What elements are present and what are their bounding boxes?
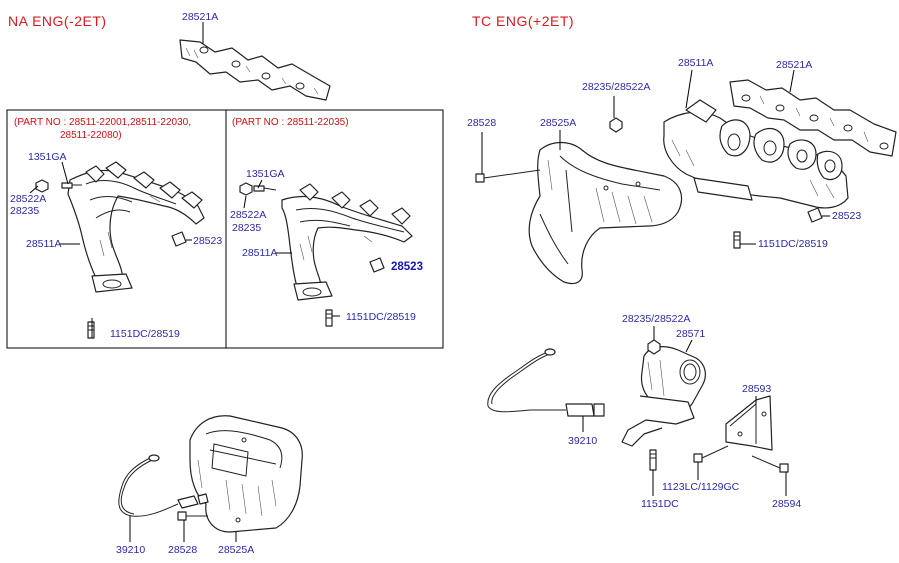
label-28525a-tc[interactable]: 28525A: [540, 117, 577, 129]
label-1151dc-tc[interactable]: 1151DC/28519: [758, 238, 828, 250]
part-note-right-line1: (PART NO : 28511-22035): [232, 117, 349, 128]
part-note-left-line1: (PART NO : 28511-22001,28511-22030,: [14, 117, 191, 128]
label-28523-tc[interactable]: 28523: [832, 210, 862, 222]
label-1151dc-tc2[interactable]: 1151DC: [641, 498, 679, 510]
clip-28523-tc[interactable]: [807, 207, 823, 223]
label-39210-tc[interactable]: 39210: [568, 435, 598, 447]
header-tc-engine: TC ENG(+2ET): [472, 13, 575, 29]
label-28523-right[interactable]: 28523: [391, 261, 423, 273]
heat-protector-28525a-na[interactable]: [189, 415, 303, 533]
label-28593-tc[interactable]: 28593: [742, 383, 772, 395]
oxygen-sensor-39210-na[interactable]: [118, 454, 209, 517]
label-28511a-left[interactable]: 28511A: [26, 238, 62, 250]
gasket-28521a-na[interactable]: [179, 39, 331, 101]
manifold-28511a-right[interactable]: [281, 183, 413, 301]
label-28594-tc[interactable]: 28594: [772, 498, 802, 510]
label-28235-28522a-tc[interactable]: 28235/28522A: [582, 81, 651, 93]
nut-28235-tc2[interactable]: [647, 339, 661, 355]
stud-1151dc-tc2[interactable]: [649, 449, 657, 471]
label-28571-tc[interactable]: 28571: [676, 328, 706, 340]
stud-1151dc-right[interactable]: [325, 309, 333, 327]
label-1151dc-left[interactable]: 1151DC/28519: [110, 328, 180, 340]
label-28521a-tc[interactable]: 28521A: [776, 59, 813, 71]
clip-28523-right[interactable]: [369, 257, 385, 273]
label-28525a-na[interactable]: 28525A: [218, 544, 255, 556]
bolt-1123lc-tc[interactable]: [693, 445, 729, 463]
heat-protector-28525a-tc[interactable]: [528, 141, 683, 285]
label-28522a-left[interactable]: 28522A: [10, 193, 47, 205]
header-na-engine: NA ENG(-2ET): [8, 13, 107, 29]
bolt-28528-tc[interactable]: [475, 169, 541, 183]
bolt-1351ga-right[interactable]: [253, 185, 277, 192]
nut-28235-tc[interactable]: [609, 117, 623, 133]
label-28511a-tc[interactable]: 28511A: [678, 57, 714, 69]
stud-1151dc-tc[interactable]: [733, 231, 741, 249]
part-note-left-line2: 28511-22080): [60, 130, 122, 141]
label-28235-left[interactable]: 28235: [10, 205, 40, 217]
label-1123lc-1129gc-tc[interactable]: 1123LC/1129GC: [662, 481, 740, 493]
nut-28522a-left[interactable]: [35, 179, 49, 193]
label-28521a-na[interactable]: 28521A: [182, 11, 219, 23]
bolt-1351ga-left[interactable]: [61, 182, 82, 189]
bracket-28593-tc[interactable]: [725, 395, 773, 451]
manifold-28511a-left[interactable]: [67, 161, 205, 293]
label-1351ga-right[interactable]: 1351GA: [246, 168, 285, 180]
na-variants-frame: [6, 109, 444, 349]
label-28235-right[interactable]: 28235: [232, 222, 262, 234]
label-28528-na[interactable]: 28528: [168, 544, 198, 556]
label-28511a-right[interactable]: 28511A: [242, 247, 278, 259]
stud-1151dc-left[interactable]: [87, 321, 95, 339]
label-28235-28522a-tc2[interactable]: 28235/28522A: [622, 313, 691, 325]
label-28528-tc[interactable]: 28528: [467, 117, 497, 129]
gasket-28521a-tc[interactable]: [729, 79, 897, 157]
label-39210-na[interactable]: 39210: [116, 544, 146, 556]
label-28523-left[interactable]: 28523: [193, 235, 223, 247]
clip-28523-left[interactable]: [171, 231, 187, 247]
nut-28522a-right[interactable]: [239, 182, 253, 196]
turbo-outlet-28571-tc[interactable]: [621, 346, 706, 447]
oxygen-sensor-39210-tc[interactable]: [487, 348, 605, 417]
label-1151dc-right[interactable]: 1151DC/28519: [346, 311, 416, 323]
bolt-28528-na[interactable]: [177, 511, 208, 521]
manifold-28511a-tc[interactable]: [663, 99, 849, 209]
label-28522a-right[interactable]: 28522A: [230, 209, 267, 221]
bolt-28594-tc[interactable]: [751, 455, 789, 473]
label-1351ga-left[interactable]: 1351GA: [28, 151, 67, 163]
